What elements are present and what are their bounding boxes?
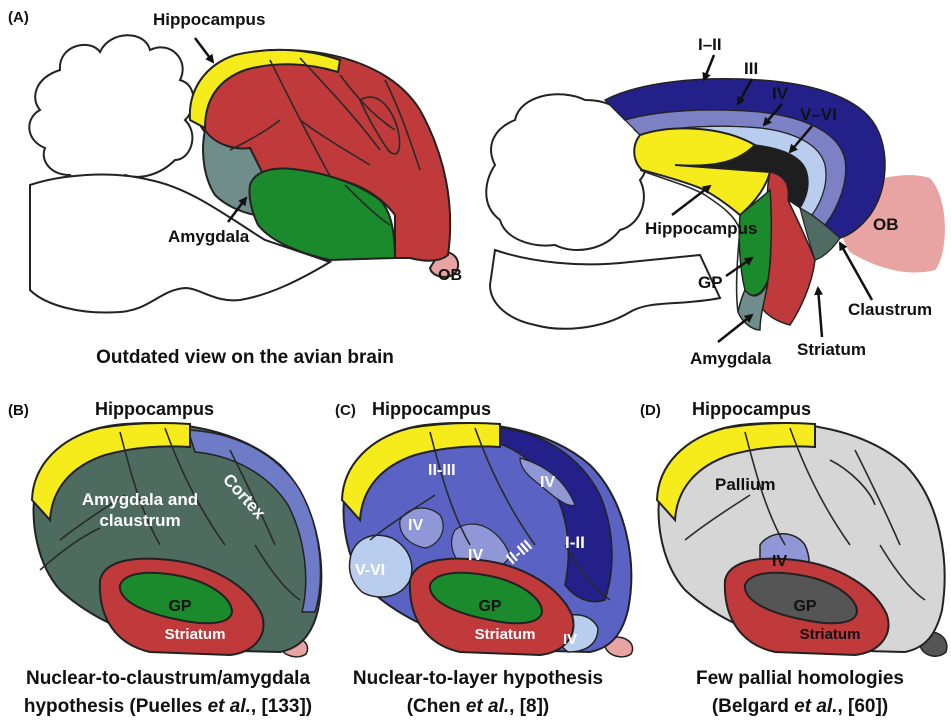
panel-c-striatum-label: Striatum (475, 626, 536, 643)
hippocampus-right (634, 128, 770, 215)
panel-c-l-2-3-top: II-III (428, 462, 456, 479)
cerebellum-outline (29, 35, 193, 186)
panel-b-striatum-label: Striatum (165, 626, 226, 643)
claustrum-label-right: Claustrum (848, 300, 932, 319)
gp-label-right: GP (698, 273, 723, 292)
panel-d-label: (D) (640, 402, 661, 419)
panel-d-hippocampus: Hippocampus (692, 399, 811, 419)
panel-b-hippocampus: Hippocampus (95, 399, 214, 419)
panel-d-caption-em: et al. (794, 696, 837, 717)
panel-c-l-4-mid: IV (408, 517, 423, 534)
striatum-label-right: Striatum (797, 340, 866, 359)
panel-c-caption-pre: (Chen (407, 696, 466, 717)
panel-b-caption-line1: Nuclear-to-claustrum/amygdala (26, 668, 310, 689)
panel-c-brain (342, 423, 633, 657)
amygdala-arrow-right (718, 315, 752, 342)
panel-c-gp-label: GP (478, 598, 501, 615)
panel-c-caption-line1: Nuclear-to-layer hypothesis (353, 668, 603, 689)
layer-1-2-label: I–II (698, 35, 722, 54)
striatum-arrow-right (818, 288, 822, 337)
panel-c-l-4-top: IV (540, 474, 555, 491)
panel-a-left-caption: Outdated view on the avian brain (96, 347, 394, 368)
panel-b-brain (32, 423, 321, 657)
panel-d-l-4-label: IV (772, 553, 787, 570)
panel-d-striatum-label: Striatum (800, 626, 861, 643)
hippocampus-arrow-left (195, 38, 213, 62)
panel-b-caption-line2: hypothesis (Puelles et al., [133]) (24, 696, 312, 717)
right-mammal-brain (486, 79, 945, 330)
panel-d-caption-pre: (Belgard (712, 696, 794, 717)
layer-4-label: IV (772, 84, 789, 103)
panel-c-l-4-low: IV (468, 547, 483, 564)
ob-label-right: OB (873, 215, 899, 234)
panel-d-pallium-label: Pallium (715, 475, 775, 494)
panel-d-caption-post: , [60]) (837, 696, 888, 717)
panel-d-caption-line1: Few pallial homologies (696, 668, 904, 689)
amygdala-label-left: Amygdala (168, 227, 250, 246)
panel-c-caption-em: et al. (466, 696, 509, 717)
panel-d-gp-label: GP (793, 598, 816, 615)
panel-c-caption-line2: (Chen et al., [8]) (407, 696, 550, 717)
panel-c-l-1-2: I-II (565, 533, 585, 552)
panel-c-l-4-bottom: IV (563, 631, 577, 648)
amygdala-label-right: Amygdala (690, 349, 772, 368)
panel-b-region-line2: claustrum (99, 511, 180, 530)
panel-c-label: (C) (335, 402, 356, 419)
panel-c-caption-post: , [8]) (509, 696, 549, 717)
panel-b-gp-label: GP (168, 598, 191, 615)
left-bird-brain (29, 35, 458, 312)
ob-label-left: OB (438, 267, 462, 284)
panel-c-hippocampus: Hippocampus (372, 399, 491, 419)
panel-d-brain (657, 423, 947, 656)
hippocampus-arrow-right (672, 186, 710, 215)
panel-a-label: (A) (8, 9, 29, 26)
layer-5-6-label: V–VI (800, 105, 837, 124)
panel-b-caption-em: et al. (208, 696, 251, 717)
panel-d-caption-line2: (Belgard et al., [60]) (712, 696, 888, 717)
hippocampus-label-left: Hippocampus (153, 10, 265, 29)
panel-b-caption-post: , [133]) (251, 696, 312, 717)
brainstem-right (490, 250, 720, 329)
panel-b-label: (B) (8, 402, 29, 419)
layer-3-label: III (744, 59, 758, 78)
layer-1-2-arrow (704, 55, 714, 80)
panel-b-region-line1: Amygdala and (82, 490, 198, 509)
panel-c-l-5-6: V-VI (355, 562, 385, 579)
hippocampus-label-right: Hippocampus (645, 219, 757, 238)
panel-b-caption-pre: hypothesis (Puelles (24, 696, 208, 717)
